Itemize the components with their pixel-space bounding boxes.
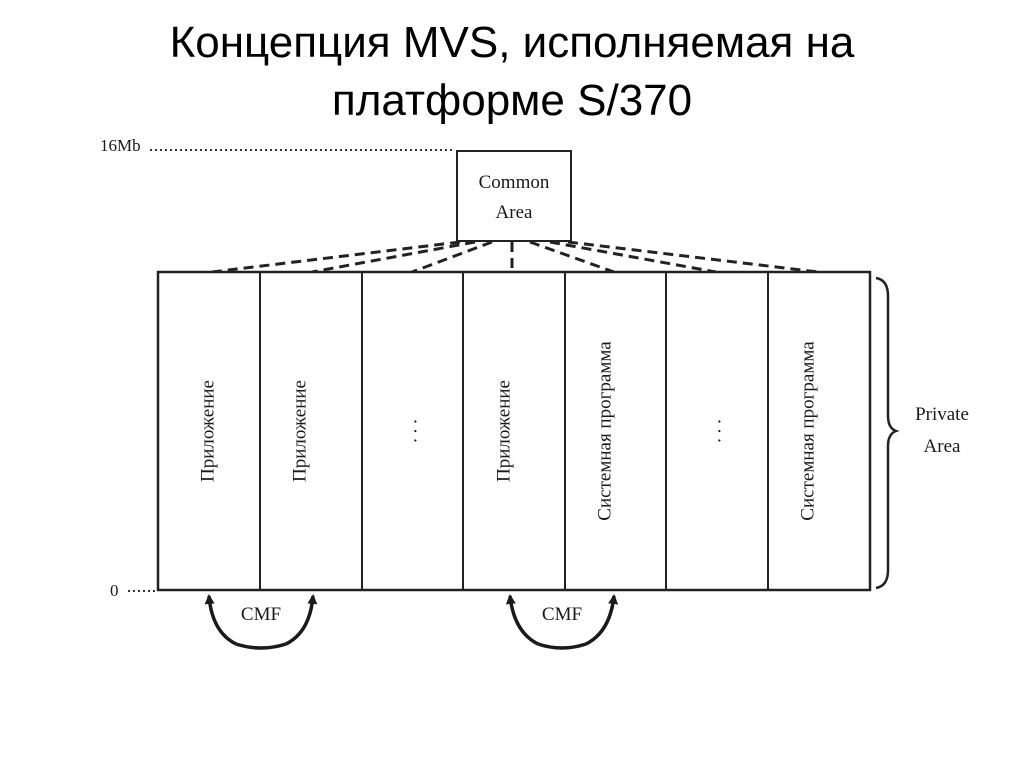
common-area-box: Common Area [456, 150, 572, 242]
cmf-connector-label-1: CMF [241, 604, 281, 625]
common-area-label-line-1: Common [479, 172, 550, 193]
slide-title-line-2: платформе S/370 [331, 76, 693, 125]
common-area-mapping-lines [211, 240, 819, 274]
private-area-label-line-1: Private [915, 404, 969, 425]
column-label-ellipsis-1: . . . [400, 419, 421, 443]
bottom-address-label: 0 [110, 581, 119, 600]
top-address-label: 16Mb [100, 136, 141, 155]
column-label-application-2: Приложение [289, 380, 310, 482]
common-area-label-line-2: Area [496, 202, 533, 223]
column-label-ellipsis-2: . . . [704, 419, 725, 443]
column-label-system-program-2: Системная программа [797, 341, 818, 521]
cmf-connector-2: CMF [505, 594, 619, 650]
column-separators [259, 272, 769, 590]
cmf-connector-1: CMF [204, 594, 318, 650]
private-area-frame [156, 270, 872, 592]
slide-title: Концепция MVS, исполняемая на платформе … [0, 14, 1024, 130]
slide-title-line-1: Концепция MVS, исполняемая на [169, 18, 855, 67]
private-area-brace [875, 276, 900, 590]
cmf-connector-label-2: CMF [542, 604, 582, 625]
column-labels: Приложение Приложение . . . Приложение С… [197, 341, 818, 521]
private-area-label-line-2: Area [924, 436, 961, 457]
column-label-system-program-1: Системная программа [594, 341, 615, 521]
column-label-application-1: Приложение [197, 380, 218, 482]
column-label-application-3: Приложение [493, 380, 514, 482]
